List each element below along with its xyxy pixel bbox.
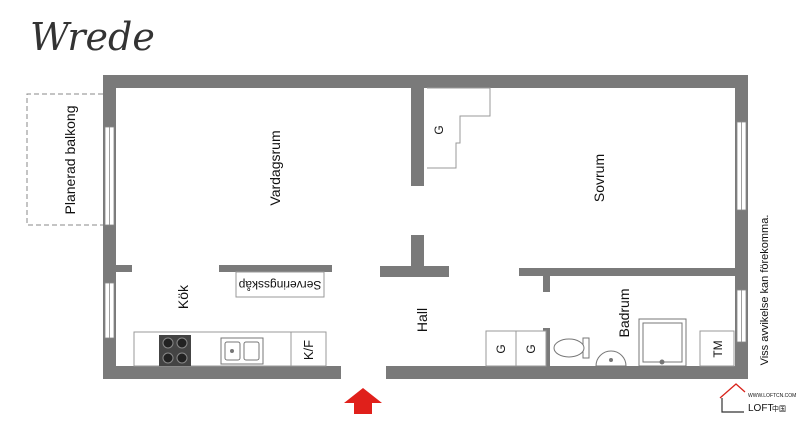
wardrobe-label-hall-2: G: [524, 344, 538, 353]
room-label-balcony: Planerad balkong: [62, 106, 78, 215]
disclaimer-text: Viss avvikelse kan förekomma.: [759, 215, 771, 366]
room-label-serving: Serveringsskåp: [238, 278, 321, 292]
toilet-icon: [553, 337, 590, 359]
wardrobe-label-bedroom: G: [432, 125, 446, 134]
bedroom-wardrobe: [427, 87, 491, 169]
room-label-hall: Hall: [414, 308, 430, 332]
loft-logo: WWW.LOFTCN.COM LOFT 中国: [719, 383, 796, 414]
loft-tagline: WWW.LOFTCN.COM: [748, 393, 796, 399]
stove-icon: [159, 335, 191, 366]
shower-icon: [638, 318, 687, 367]
loft-logo-text: LOFT: [748, 403, 774, 414]
serving-cabinet: [235, 271, 325, 298]
room-label-kitchen: Kök: [175, 284, 191, 309]
room-label-bathroom: Badrum: [616, 288, 632, 337]
hall-wardrobes: [485, 330, 547, 367]
balcony-outline: [26, 93, 103, 226]
windows: [104, 121, 747, 343]
loft-logo-suffix: 中国: [772, 404, 786, 413]
wrede-logo: Wrede: [30, 15, 155, 59]
wardrobe-label-hall-1: G: [494, 344, 508, 353]
washing-machine: [699, 330, 735, 367]
room-label-living: Vardagsrum: [267, 130, 283, 205]
fridge-label: K/F: [301, 340, 316, 360]
entrance-arrow-icon: [344, 388, 382, 414]
washing-machine-label: TM: [711, 340, 725, 357]
bathroom-sink-icon: [595, 350, 627, 367]
room-label-bedroom: Sovrum: [591, 154, 607, 202]
sink-icon: [220, 337, 264, 365]
